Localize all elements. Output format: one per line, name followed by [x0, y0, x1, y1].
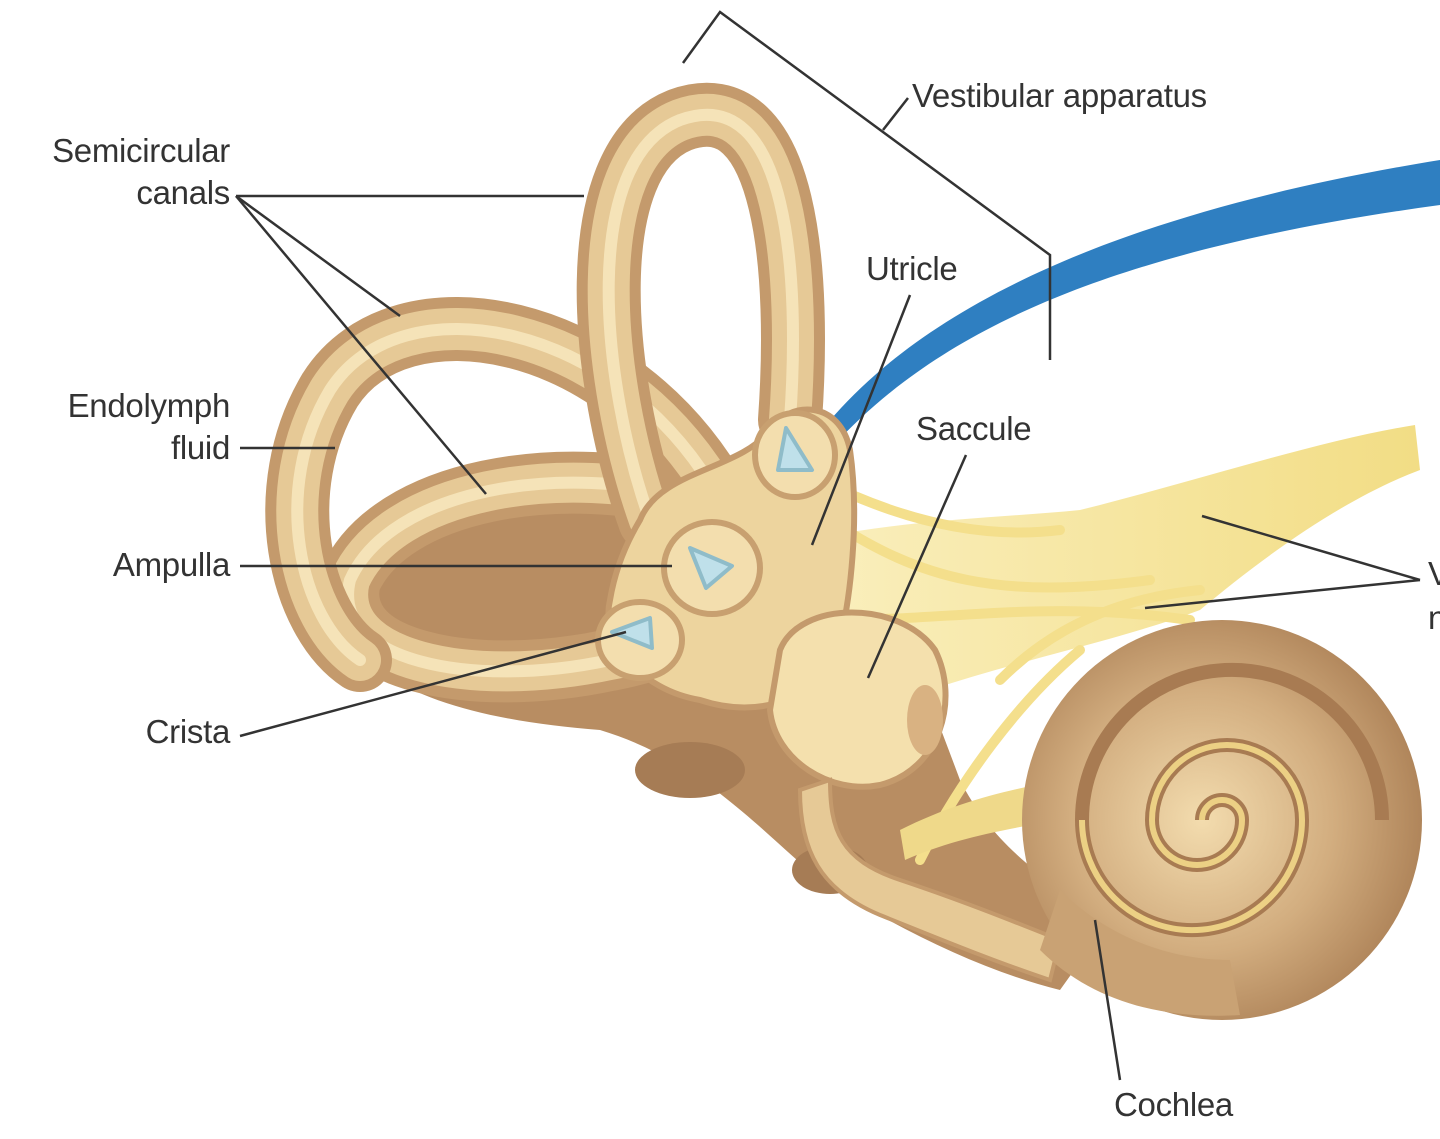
label-endolymph-line-2: fluid	[170, 429, 230, 466]
label-semicircular-line-2: canals	[136, 174, 230, 211]
crista-icon	[688, 546, 734, 590]
duct	[797, 777, 1063, 983]
nerve-branch	[900, 780, 1060, 860]
crista-icon	[610, 616, 654, 650]
crista-icon	[776, 426, 814, 472]
nerve-fibers	[815, 475, 1205, 865]
label-semicircular-canals: Semicircular canals	[16, 130, 230, 214]
cochlea-base	[1040, 890, 1240, 1016]
bony-base	[330, 474, 1110, 991]
label-endolymph-line-1: Endolymph	[67, 387, 231, 424]
label-endolymph-fluid: Endolymph fluid	[16, 385, 231, 469]
label-cut-off-line-2: n	[1428, 599, 1440, 636]
leader-lines	[235, 10, 1421, 1081]
label-crista: Crista	[145, 713, 231, 750]
label-cochlea: Cochlea	[1114, 1086, 1233, 1123]
nerve-blue-band	[818, 160, 1440, 445]
label-vestibular-apparatus: Vestibular apparatus	[912, 77, 1207, 114]
bony-nub	[635, 742, 745, 798]
label-saccule: Saccule	[916, 410, 1032, 447]
label-semicircular-line-1: Semicircular	[52, 132, 230, 169]
label-cut-off-right: V n	[1428, 552, 1440, 640]
label-cut-off-line-1: V	[1428, 555, 1440, 592]
label-ampulla: Ampulla	[112, 546, 230, 583]
label-utricle: Utricle	[866, 250, 958, 287]
